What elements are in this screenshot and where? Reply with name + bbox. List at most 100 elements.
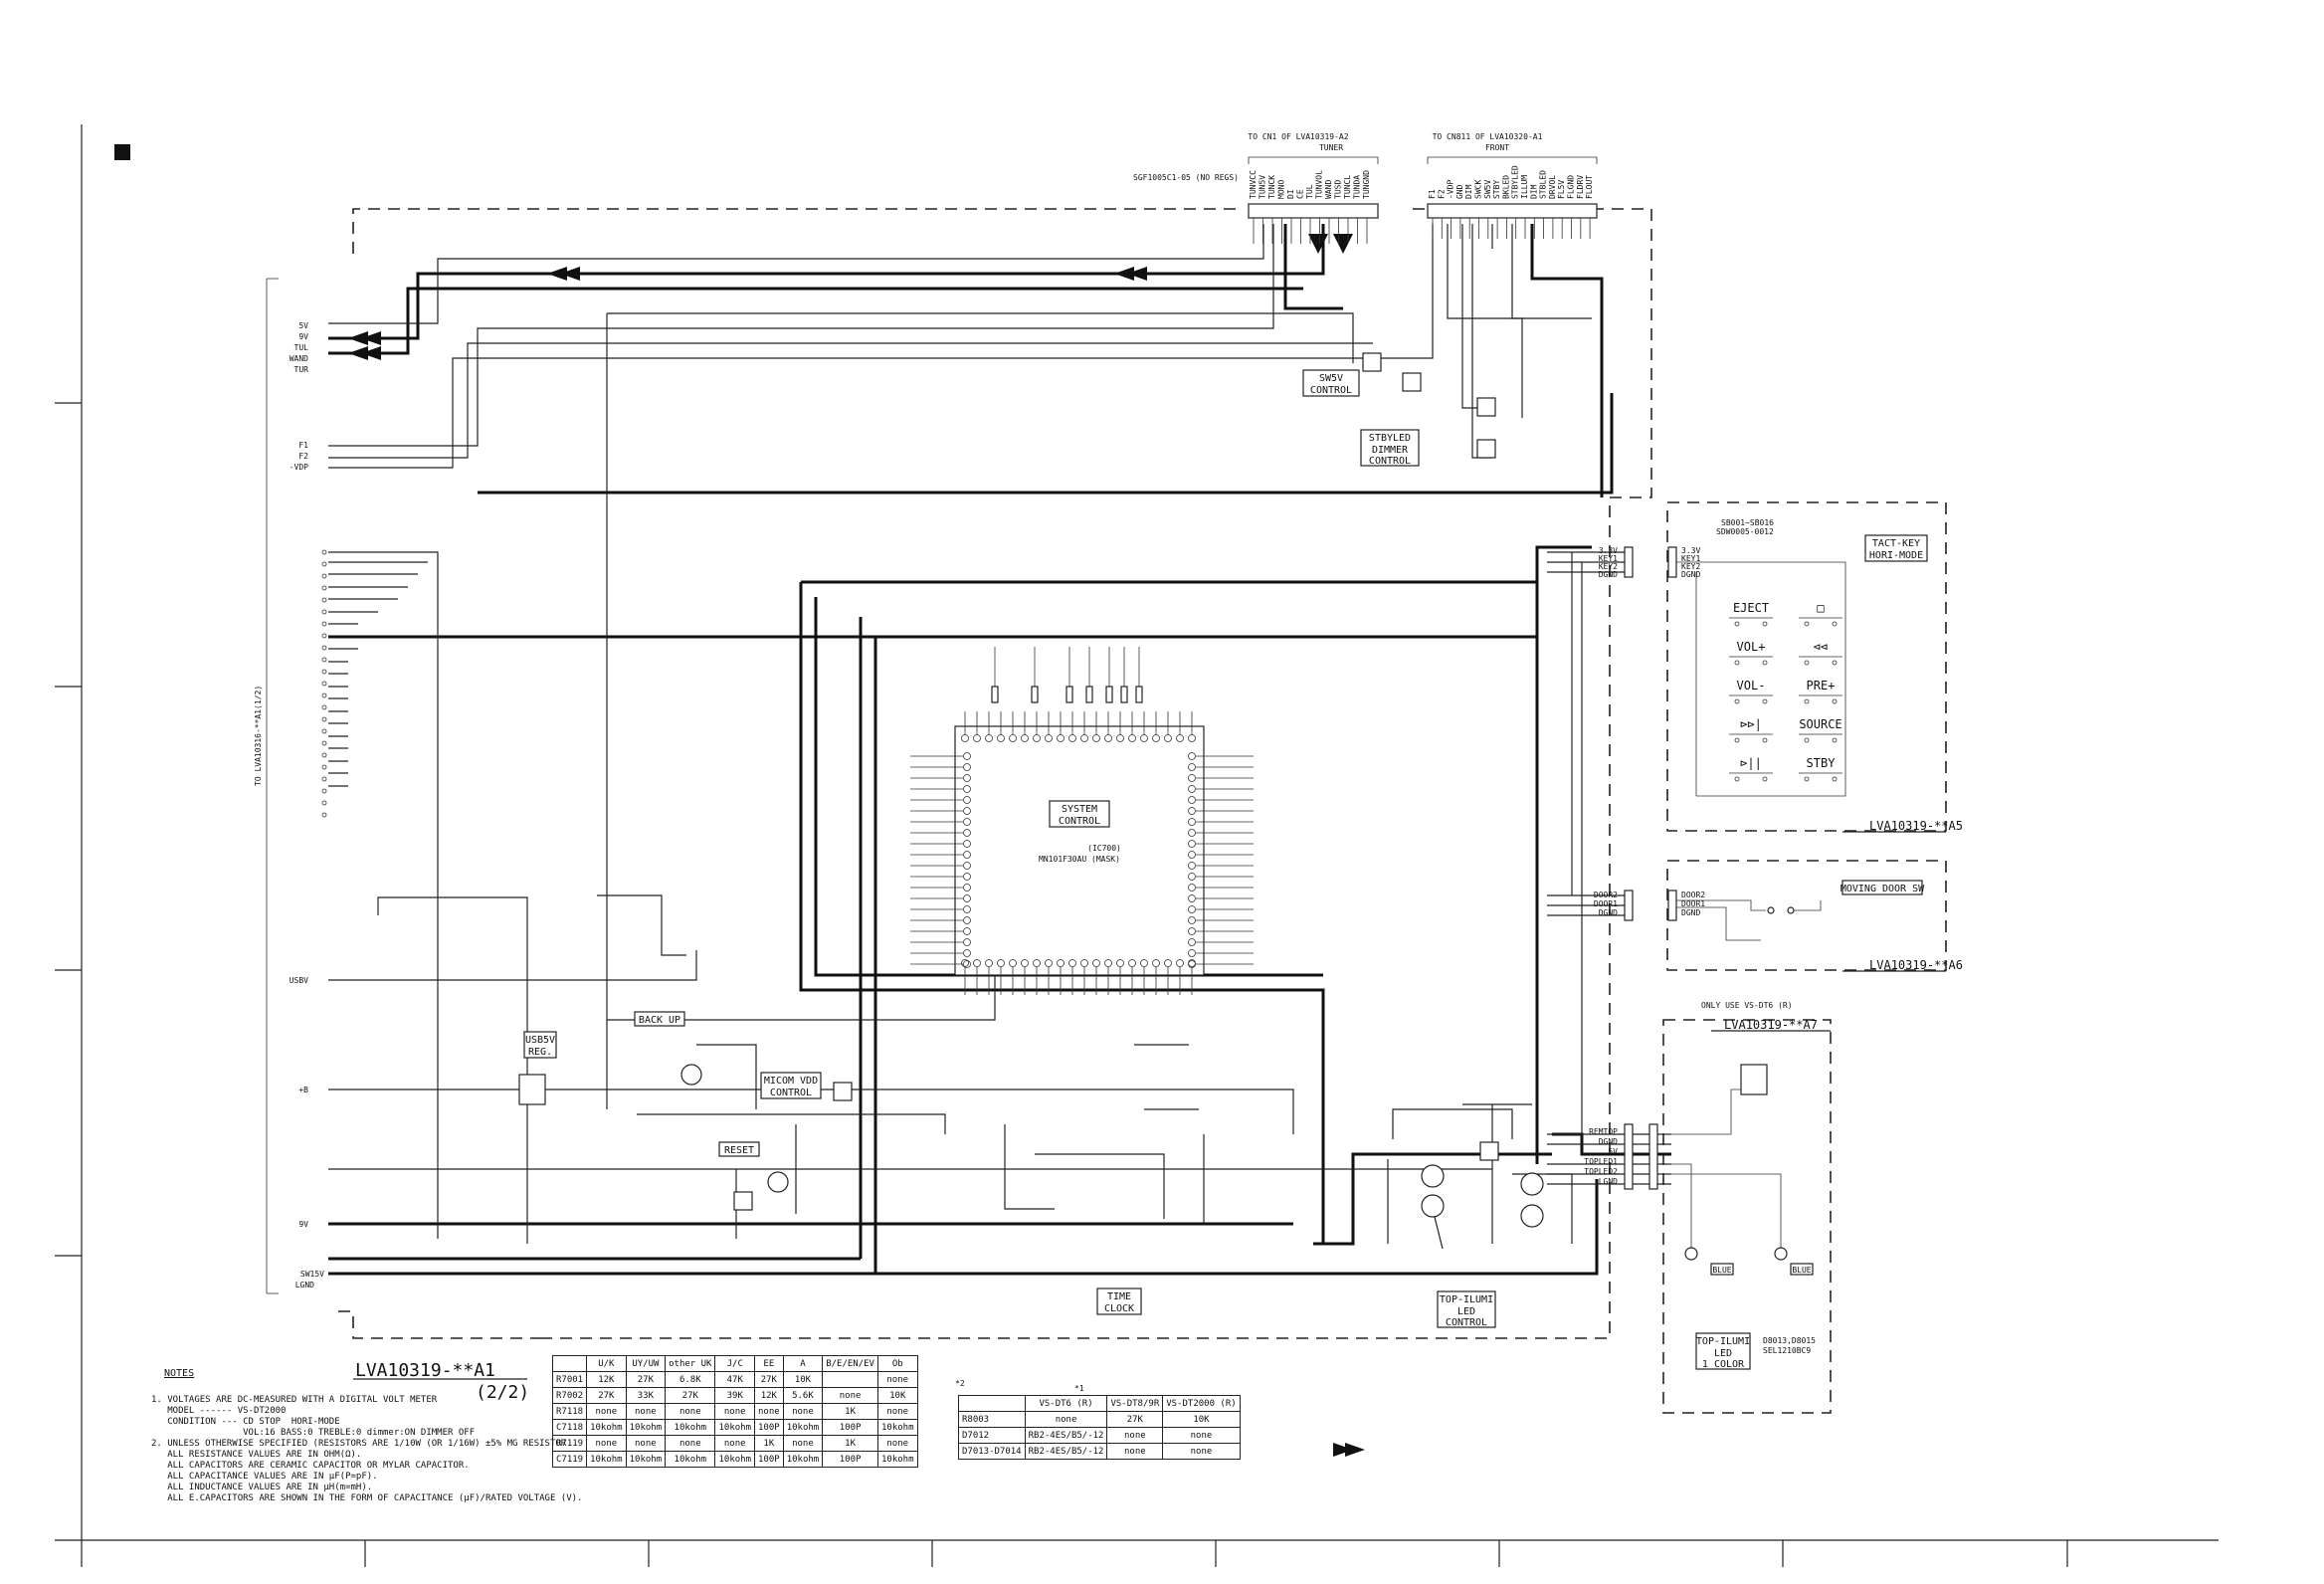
- ic-pin: [973, 734, 981, 742]
- left-pin-dot: [321, 776, 327, 782]
- top-ilumi-led-label-2: LED: [1714, 1348, 1732, 1359]
- left-pin-dot: [321, 645, 327, 651]
- time-clock-block: TIME CLOCK: [1096, 1287, 1142, 1315]
- front-pin-label: BKLED: [1501, 175, 1510, 199]
- table1-cell: 10kohm: [782, 1451, 824, 1468]
- table1-cell: none: [586, 1403, 627, 1420]
- front-pin-label: ILLUM: [1520, 175, 1529, 199]
- a6-pin-label-right: DGND: [1681, 908, 1700, 917]
- table2-header-cell: VS-DT6 (R): [1024, 1395, 1108, 1412]
- front-pin-label: FLGND: [1567, 175, 1576, 199]
- tact-key-label: ⊳⊳|: [1740, 717, 1762, 731]
- door-switch-icon: [1767, 906, 1775, 914]
- ic-pin: [973, 959, 981, 967]
- left-pin-dot: [321, 704, 327, 710]
- ic-pin: [1188, 829, 1196, 837]
- front-pin-label: SWCK: [1474, 180, 1483, 199]
- resistor-icon: [1105, 686, 1113, 703]
- table1-cell: 6.8K: [665, 1371, 716, 1388]
- tact-switch-contact: [1804, 737, 1810, 743]
- system-control-label-1: SYSTEM: [1062, 804, 1097, 815]
- sw5v-label-1: SW5V: [1319, 373, 1343, 384]
- table2-mark: *2: [955, 1379, 965, 1388]
- tuner-pin-label: MONO: [1277, 180, 1286, 199]
- table1-cell: 10kohm: [586, 1419, 627, 1436]
- a6-pin-label-left: DGND: [1599, 908, 1618, 917]
- ic-reference: (IC700): [1087, 844, 1121, 853]
- led-blue-icon-2: [1774, 1247, 1788, 1261]
- tuner-connector-subtitle: TUNER: [1319, 143, 1343, 152]
- left-pin-dot: [321, 585, 327, 591]
- table1-cell: none: [625, 1435, 667, 1452]
- table1-cell: 100P: [754, 1451, 784, 1468]
- table1-cell: 10kohm: [714, 1451, 755, 1468]
- switch-part-2: SDW0005-0012: [1716, 527, 1774, 536]
- a7-connector-body: [1624, 1123, 1634, 1190]
- front-pin-label: F1: [1428, 189, 1437, 199]
- table1-cell: 100P: [822, 1419, 878, 1436]
- left-pin-dot: [321, 728, 327, 734]
- table1-cell: 10kohm: [586, 1451, 627, 1468]
- front-pin-label: -VDP: [1447, 180, 1455, 199]
- table1-cell: 27K: [665, 1387, 716, 1404]
- a5-pin-label-left: KEY2: [1599, 562, 1618, 571]
- ic-pin: [1188, 960, 1196, 968]
- tact-key-label: PRE+: [1807, 679, 1836, 693]
- sheet-frame: [55, 124, 2219, 1567]
- left-label-f1: F1: [298, 441, 308, 450]
- ic-pin: [1188, 774, 1196, 782]
- left-pin-dot: [321, 669, 327, 675]
- tact-key-label: STBY: [1807, 756, 1837, 770]
- ic-pin: [1140, 734, 1148, 742]
- ic-pin: [963, 851, 971, 859]
- ic-pin: [1188, 807, 1196, 815]
- left-label-9v: 9V: [298, 332, 308, 341]
- table2-cell: 10K: [1162, 1411, 1241, 1428]
- time-clock-label-2: CLOCK: [1104, 1303, 1134, 1314]
- ic-pin: [1080, 734, 1088, 742]
- table1-cell: 1K: [822, 1403, 878, 1420]
- table2-cell: RB2-4ES/B5/-12: [1024, 1427, 1108, 1444]
- table1-cell: R7001: [551, 1371, 588, 1388]
- ic-pin: [1057, 959, 1065, 967]
- note-line: 2. UNLESS OTHERWISE SPECIFIED (RESISTORS…: [151, 1439, 567, 1449]
- ic-pin: [1045, 734, 1053, 742]
- table1-cell: none: [665, 1403, 716, 1420]
- table2-cell: none: [1024, 1411, 1108, 1428]
- front-connector-body: [1427, 203, 1598, 219]
- table1-header-cell: J/C: [714, 1355, 755, 1372]
- table1-cell: 10K: [782, 1371, 824, 1388]
- a7-pin-label: REMTOP: [1589, 1127, 1618, 1136]
- led-part-2: SEL1210BC9: [1763, 1346, 1811, 1355]
- front-pin-label: FLDRV: [1576, 175, 1585, 199]
- table1-cell: R7119: [551, 1435, 588, 1452]
- table1-cell: 10K: [876, 1387, 918, 1404]
- tactkey-grid: EJECT□VOL+⊲⊲VOL-PRE+⊳⊳|SOURCE⊳||STBY: [1729, 601, 1842, 782]
- ic-pin: [1140, 959, 1148, 967]
- led-blue-icon-1: [1684, 1247, 1698, 1261]
- transistor-icon: [767, 1171, 789, 1193]
- top-ilumi-led-label-3: 1 COLOR: [1702, 1359, 1745, 1370]
- tact-switch-contact: [1804, 621, 1810, 627]
- micom-label-1: MICOM VDD: [764, 1076, 818, 1087]
- a5-pin-label-left: KEY1: [1599, 554, 1618, 563]
- front-pin-label: STBYLED: [1511, 165, 1520, 199]
- tact-key-label: VOL-: [1737, 679, 1766, 693]
- switch-part-1: SB001~SB016: [1721, 518, 1774, 527]
- table2-cell: D7012: [958, 1427, 1026, 1444]
- micom-vdd-control: MICOM VDD CONTROL: [760, 1072, 853, 1101]
- table1-cell: 10kohm: [782, 1419, 824, 1436]
- left-connector-title: TO LVA10316-**A1(1/2): [254, 686, 263, 786]
- ic-pin: [1188, 734, 1196, 742]
- top-ilumi-label-2: LED: [1457, 1306, 1475, 1317]
- left-pin-dot: [321, 752, 327, 758]
- ic-pin: [963, 905, 971, 913]
- ic-pin: [1068, 959, 1076, 967]
- regulator-ic-icon: [518, 1074, 546, 1105]
- table1-cell: 100P: [754, 1419, 784, 1436]
- left-label-f2: F2: [298, 452, 308, 461]
